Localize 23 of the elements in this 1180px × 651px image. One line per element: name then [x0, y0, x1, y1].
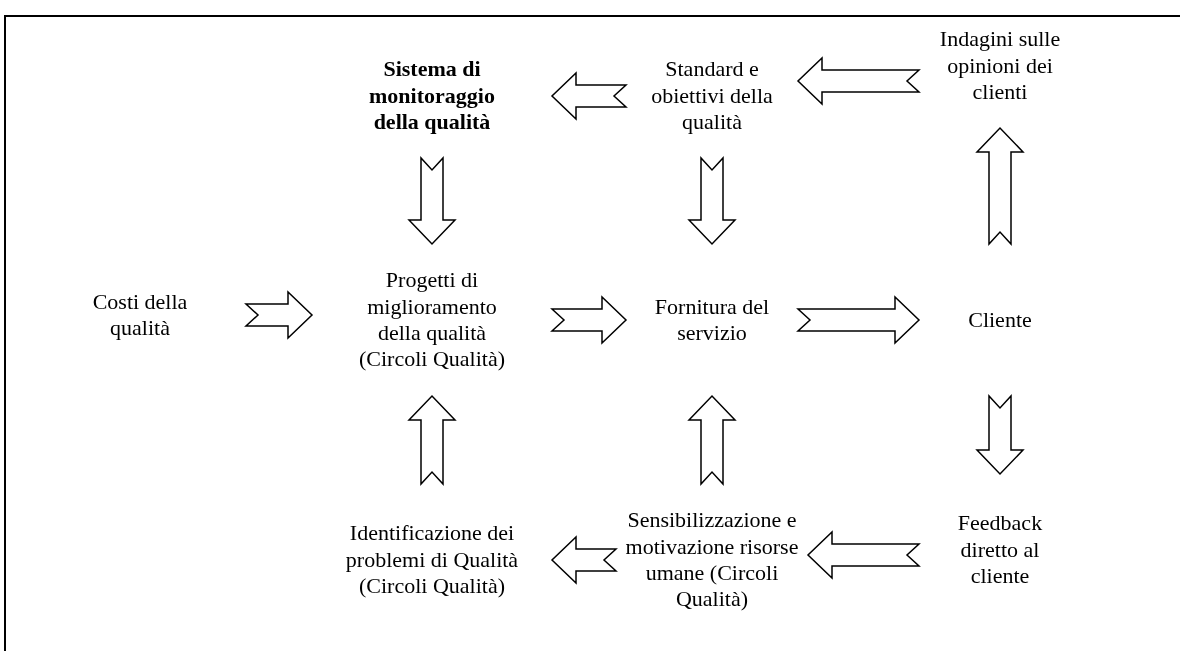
block-arrow — [550, 295, 628, 345]
node-label: Indagini sulle opinioni dei clienti — [938, 26, 1062, 106]
block-arrow — [806, 530, 921, 580]
block-arrow — [975, 126, 1025, 246]
block-arrow — [407, 394, 457, 486]
block-arrow — [975, 394, 1025, 476]
block-arrow — [796, 295, 921, 345]
node-label: Costi della qualità — [91, 288, 189, 342]
node-label: Identificazione dei problemi di Qualità (Circoli Qualità) — [344, 520, 520, 600]
node-label: Fornitura del servizio — [653, 293, 771, 347]
block-arrow — [687, 394, 737, 486]
node-label: Sensibilizzazione e motivazione risorse umane (Circoli Qualità) — [624, 507, 800, 613]
node-label: Sistema di monitoraggio della qualità — [368, 56, 496, 136]
node-label: Progetti di miglioramento della qualità (Circoli Qualità) — [358, 267, 506, 373]
node-label: Feedback diretto al cliente — [956, 510, 1044, 590]
block-arrow — [550, 535, 618, 585]
block-arrow — [550, 71, 628, 121]
node-label: Cliente — [967, 306, 1033, 334]
node-label: Standard e obiettivi della qualità — [650, 56, 774, 136]
block-arrow — [796, 56, 921, 106]
block-arrow — [244, 290, 314, 340]
block-arrow — [407, 156, 457, 246]
block-arrow — [687, 156, 737, 246]
